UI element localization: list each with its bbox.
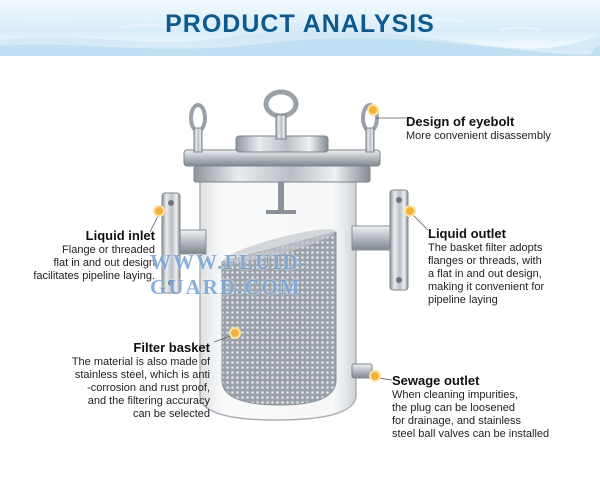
callout-inlet: Liquid inlet Flange or threaded flat in … — [10, 228, 155, 283]
callout-sewage-line: steel ball valves can be installed — [392, 428, 550, 440]
callout-basket-line: The material is also made of — [71, 356, 210, 368]
callout-inlet-line: flat in and out design — [53, 257, 155, 269]
callout-outlet-line: making it convenient for — [428, 281, 545, 293]
callout-outlet-line: flanges or threads, with — [428, 255, 542, 267]
callout-basket-line: -corrosion and rust proof, — [87, 382, 210, 394]
callout-sewage: Sewage outlet When cleaning impurities, … — [392, 373, 596, 441]
callout-eyebolt-line: More convenient disassembly — [406, 130, 551, 142]
eyebolt-marker — [367, 104, 379, 116]
callout-outlet: Liquid outlet The basket filter adopts f… — [428, 226, 596, 307]
callout-sewage-line: for drainage, and stainless — [392, 415, 522, 427]
callout-outlet-line: a flat in and out design, — [428, 268, 542, 280]
callout-sewage-line: the plug can be loosened — [392, 402, 515, 414]
callout-outlet-title: Liquid outlet — [428, 226, 506, 241]
inlet-flange — [161, 192, 181, 294]
lid-rim — [193, 165, 371, 183]
callout-inlet-line: facilitates pipeline laying. — [33, 270, 155, 282]
outlet-pipe — [351, 225, 393, 251]
callout-inlet-line: Flange or threaded — [62, 244, 155, 256]
callout-basket-line: can be selected — [132, 408, 210, 420]
sewage-marker — [369, 370, 381, 382]
water-texture — [0, 16, 600, 56]
callout-outlet-line: The basket filter adopts — [428, 242, 543, 254]
basket-marker — [229, 327, 241, 339]
callout-basket: Filter basket The material is also made … — [10, 340, 210, 421]
filter-basket-mesh — [221, 231, 337, 406]
inlet-marker — [153, 205, 165, 217]
callout-sewage-line: When cleaning impurities, — [392, 389, 518, 401]
callout-basket-title: Filter basket — [133, 340, 210, 355]
callout-eyebolt-title: Design of eyebolt — [406, 114, 515, 129]
left-eyebolt — [189, 103, 207, 133]
callout-eyebolt: Design of eyebolt More convenient disass… — [406, 114, 596, 143]
center-eyebolt — [263, 89, 299, 119]
outlet-marker — [404, 205, 416, 217]
callout-basket-line: stainless steel, which is anti — [74, 369, 210, 381]
callout-basket-line: and the filtering accuracy — [87, 395, 210, 407]
callout-outlet-line: pipeline laying — [428, 294, 498, 306]
callout-sewage-title: Sewage outlet — [392, 373, 480, 388]
header-banner: PRODUCT ANALYSIS — [0, 0, 600, 56]
outlet-flange — [389, 189, 409, 291]
inlet-pipe — [175, 229, 207, 255]
watermark: WWW.FLUID-GUARD.COM — [150, 250, 309, 299]
callout-inlet-title: Liquid inlet — [85, 228, 155, 243]
page-title: PRODUCT ANALYSIS — [165, 10, 435, 38]
